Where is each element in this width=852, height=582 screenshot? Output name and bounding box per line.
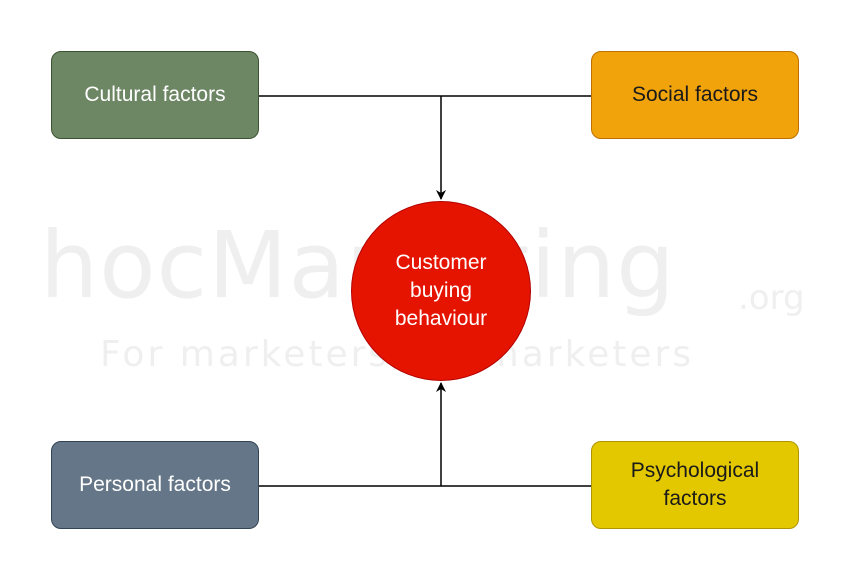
center-label: Customer buying behaviour	[394, 251, 488, 330]
social-factors-label: Social factors	[631, 83, 759, 106]
cultural-factors-label: Cultural factors	[84, 83, 226, 106]
psychological-factors-box: Psychological factors	[591, 441, 799, 529]
customer-buying-behaviour-node: Customer buying behaviour	[351, 201, 531, 381]
psychological-factors-label: Psychological factors	[630, 459, 760, 510]
social-factors-box: Social factors	[591, 51, 799, 139]
personal-factors-box: Personal factors	[51, 441, 259, 529]
personal-factors-label: Personal factors	[79, 473, 231, 496]
cultural-factors-box: Cultural factors	[51, 51, 259, 139]
